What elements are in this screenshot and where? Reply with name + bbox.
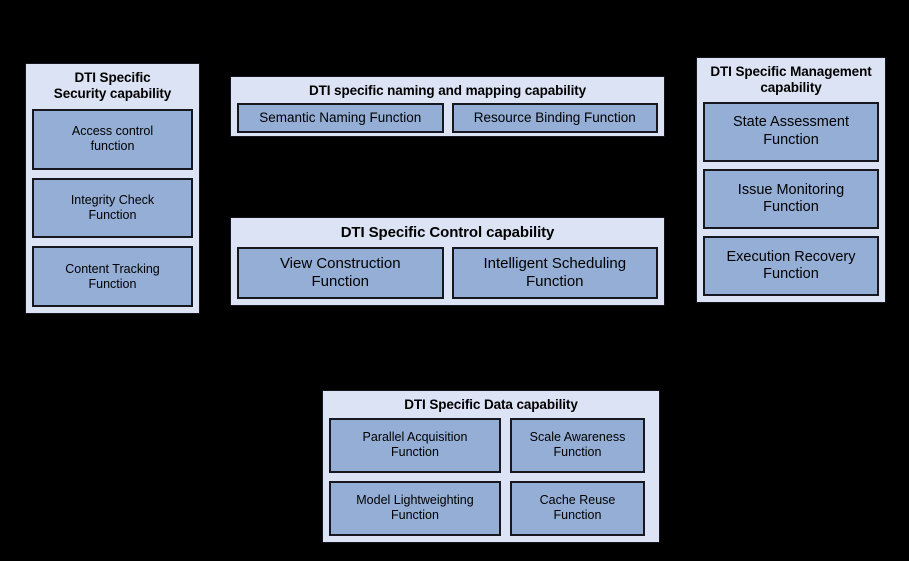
function-label: Execution Recovery Function xyxy=(727,249,856,284)
function-label-line2: Function xyxy=(391,508,439,523)
function-label-line1: Access control xyxy=(71,124,154,139)
data-function-row: Parallel Acquisition Function Scale Awar… xyxy=(329,417,653,473)
function-label: Intelligent Scheduling Function xyxy=(483,255,626,291)
function-label: Model Lightweighting Function xyxy=(356,493,473,523)
function-label-line1: State Assessment xyxy=(732,114,850,131)
group-title-data: DTI Specific Data capability xyxy=(404,397,578,412)
function-label-line1: Cache Reuse xyxy=(539,493,616,508)
data-function-row: Model Lightweighting Function Cache Reus… xyxy=(329,480,653,537)
function-label-line2: Function xyxy=(88,207,137,222)
group-title-control: DTI Specific Control capability xyxy=(340,224,555,241)
function-label-line2: Function xyxy=(391,445,439,460)
function-scale-awareness[interactable]: Scale Awareness Function xyxy=(510,417,645,473)
function-label-line1: Parallel Acquisition xyxy=(362,430,468,445)
function-label-line2: Function xyxy=(553,508,602,523)
function-label: Scale Awareness Function xyxy=(530,430,626,460)
function-label-line1: Execution Recovery xyxy=(726,248,856,265)
function-access-control[interactable]: Access control function xyxy=(32,108,193,170)
group-data-capability[interactable]: DTI Specific Data capability Parallel Ac… xyxy=(322,390,660,543)
function-label: View Construction Function xyxy=(280,255,401,291)
function-label-line2: Function xyxy=(525,272,584,290)
naming-function-list: Semantic Naming Function Resource Bindin… xyxy=(237,102,658,133)
function-label: Issue Monitoring Function xyxy=(738,182,844,217)
group-title-security: DTI Specific Security capability xyxy=(32,70,193,102)
group-title-security-line2: Security capability xyxy=(53,85,172,101)
function-label: Cache Reuse Function xyxy=(540,493,616,523)
function-label: Access control function xyxy=(72,124,153,154)
management-function-list: State Assessment Function Issue Monitori… xyxy=(703,101,879,296)
function-label: Content Tracking Function xyxy=(65,262,160,292)
function-intelligent-scheduling[interactable]: Intelligent Scheduling Function xyxy=(451,246,658,299)
function-label-line2: Function xyxy=(763,198,819,215)
group-title-management: DTI Specific Management capability xyxy=(703,64,879,96)
function-label-line2: Function xyxy=(553,445,602,460)
security-function-list: Access control function Integrity Check … xyxy=(32,108,193,307)
function-label-line1: View Construction xyxy=(279,254,401,272)
function-parallel-acquisition[interactable]: Parallel Acquisition Function xyxy=(329,417,501,473)
function-label-line1: Issue Monitoring xyxy=(737,181,845,198)
function-label-line1: Integrity Check xyxy=(70,192,155,207)
function-label-line1: Content Tracking xyxy=(65,261,160,276)
function-label: Integrity Check Function xyxy=(71,193,154,223)
function-content-tracking[interactable]: Content Tracking Function xyxy=(32,246,193,307)
function-label-line2: Function xyxy=(763,131,819,148)
function-label-line2: Function xyxy=(763,265,819,282)
function-integrity-check[interactable]: Integrity Check Function xyxy=(32,177,193,239)
function-label-line1: Model Lightweighting xyxy=(356,493,474,508)
function-execution-recovery[interactable]: Execution Recovery Function xyxy=(703,235,879,296)
function-label: Resource Binding Function xyxy=(473,109,636,125)
function-label: Semantic Naming Function xyxy=(259,109,422,125)
group-title-security-line1: DTI Specific xyxy=(74,70,151,85)
group-security-capability[interactable]: DTI Specific Security capability Access … xyxy=(25,63,200,314)
group-management-capability[interactable]: DTI Specific Management capability State… xyxy=(696,57,886,303)
group-title-management-line1: DTI Specific Management xyxy=(710,64,872,79)
group-control-capability[interactable]: DTI Specific Control capability View Con… xyxy=(230,217,665,306)
function-model-lightweighting[interactable]: Model Lightweighting Function xyxy=(329,480,501,537)
group-title-naming: DTI specific naming and mapping capabili… xyxy=(308,83,587,98)
group-naming-and-mapping-capability[interactable]: DTI specific naming and mapping capabili… xyxy=(230,76,665,137)
function-semantic-naming[interactable]: Semantic Naming Function xyxy=(237,102,444,133)
function-state-assessment[interactable]: State Assessment Function xyxy=(703,101,879,162)
data-function-list: Parallel Acquisition Function Scale Awar… xyxy=(329,417,653,537)
function-cache-reuse[interactable]: Cache Reuse Function xyxy=(510,480,645,537)
function-label-line2: Function xyxy=(311,272,370,290)
function-label-line2: function xyxy=(90,139,135,154)
function-label-line1: Scale Awareness xyxy=(529,430,626,445)
group-title-management-line2: capability xyxy=(760,79,822,95)
function-label-line2: Function xyxy=(88,276,137,291)
function-issue-monitoring[interactable]: Issue Monitoring Function xyxy=(703,168,879,229)
control-function-list: View Construction Function Intelligent S… xyxy=(237,246,658,299)
function-view-construction[interactable]: View Construction Function xyxy=(237,246,444,299)
function-label: Parallel Acquisition Function xyxy=(363,430,468,460)
function-label: State Assessment Function xyxy=(733,114,849,149)
function-label-line1: Intelligent Scheduling xyxy=(483,254,627,272)
function-resource-binding[interactable]: Resource Binding Function xyxy=(451,102,658,133)
